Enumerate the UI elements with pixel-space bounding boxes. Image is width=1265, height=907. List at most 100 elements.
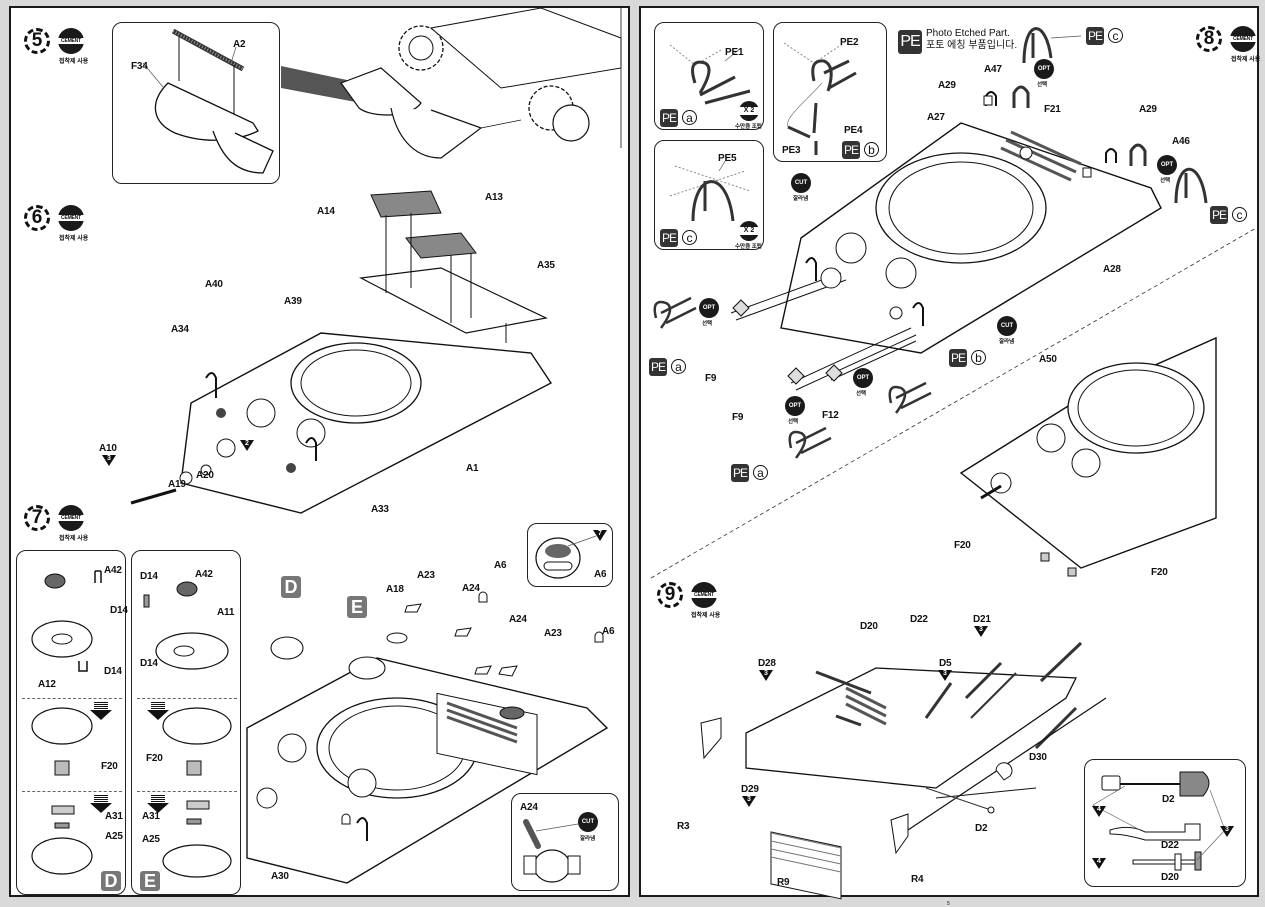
cut-caption: 잘라냄: [580, 836, 596, 842]
a6-detail-box: 7 A6: [527, 523, 613, 587]
optional-caption: 선택: [1037, 82, 1048, 88]
part-label: F20: [101, 761, 118, 772]
pe-variant-marker: b: [971, 350, 986, 365]
part-label: F12: [822, 410, 839, 421]
hull-rear-deck-drawing: [130, 190, 553, 514]
pe-badge: PE: [842, 141, 860, 159]
variant-d-box: A42 D14 A12 D14 F20 A31 A25 D: [16, 550, 128, 895]
part-label: A23: [544, 628, 562, 639]
pe2-pe3-pe4-drawing: [783, 42, 857, 155]
part-label: A30: [271, 871, 289, 882]
divider: [22, 698, 122, 699]
part-label: PE5: [718, 153, 737, 164]
instruction-page-left: 5 CEMENT 접착제 사용 F34 A2 6 CEMENT 접착제 사용: [9, 6, 630, 897]
variant-badge-e: E: [347, 596, 367, 618]
hull-tools-drawing: [700, 641, 1107, 900]
next-stage-arrow-icon: [90, 795, 112, 813]
part-label: A6: [494, 560, 507, 571]
part-label: A25: [142, 834, 160, 845]
part-label: A18: [386, 584, 404, 595]
a24-part-drawing: [523, 819, 581, 883]
pe-variant-a-box: PE1 PE a X 2 수만큼 조립: [654, 22, 764, 130]
part-label: D14: [140, 571, 158, 582]
part-label: F9: [705, 373, 717, 384]
quantity-marker: 4: [1092, 806, 1106, 817]
cement-icon: CEMENT: [1230, 26, 1256, 52]
part-label: D30: [1029, 752, 1047, 763]
pe-legend-badge: PE: [898, 30, 922, 54]
part-label: D29: [741, 784, 759, 795]
part-label: R4: [911, 874, 924, 885]
part-label: A6: [602, 626, 615, 637]
shovel-axe-tools-drawing: [1092, 771, 1226, 871]
part-label: A27: [927, 112, 945, 123]
part-label: D21: [973, 614, 991, 625]
step-6-number: 6: [24, 205, 50, 231]
pe-variant-marker: c: [1232, 207, 1247, 222]
part-label: A24: [520, 802, 538, 813]
divider: [22, 791, 122, 792]
tools-detail-box: D2 D22 D20 4 3 4: [1084, 759, 1246, 887]
pe-variant-marker: b: [864, 142, 879, 157]
pe-badge: PE: [1210, 206, 1228, 224]
optional-icon: OPT: [853, 368, 873, 388]
part-label: D28: [758, 658, 776, 669]
part-label: D14: [110, 605, 128, 616]
pe-legend-text: Photo Etched Part. 포토 에칭 부품입니다.: [926, 28, 1018, 51]
quantity-marker: 2: [240, 440, 254, 451]
pe-variant-c-box: PE5 PE c X 2 수만큼 조립: [654, 140, 764, 250]
part-label: R3: [677, 821, 690, 832]
variant-badge-d: D: [281, 576, 301, 598]
part-label: A50: [1039, 354, 1057, 365]
step-9-number: 9: [657, 582, 683, 608]
part-label: A47: [984, 64, 1002, 75]
part-label: A42: [104, 565, 122, 576]
part-label: F34: [131, 61, 148, 72]
part-label: PE2: [840, 37, 859, 48]
cement-caption: 접착제 사용: [59, 236, 89, 242]
part-label: A29: [1139, 104, 1157, 115]
quantity-marker: 3: [1220, 826, 1234, 837]
hull-turret-ring-drawing: [246, 591, 609, 884]
cement-icon: CEMENT: [58, 28, 84, 54]
cement-caption: 접착제 사용: [1231, 57, 1261, 63]
optional-caption: 선택: [856, 391, 867, 397]
part-label: D20: [1161, 872, 1179, 883]
part-label: A34: [171, 324, 189, 335]
part-label: A10: [99, 443, 117, 454]
pe5-drawing: [669, 157, 751, 222]
pe-variant-marker: a: [671, 359, 686, 374]
part-label: D22: [1161, 840, 1179, 851]
part-label: A1: [466, 463, 479, 474]
hull-rear-with-pe-drawing: [650, 27, 1257, 579]
pe-variant-marker: a: [753, 465, 768, 480]
divider: [137, 698, 237, 699]
step-8-number: 8: [1196, 26, 1222, 52]
cement-icon: CEMENT: [58, 505, 84, 531]
track-assembly-drawing: [281, 7, 622, 159]
part-label: A12: [38, 679, 56, 690]
cement-icon: CEMENT: [58, 205, 84, 231]
part-label: D2: [1162, 794, 1175, 805]
pe-variant-marker: c: [1108, 28, 1123, 43]
part-label: A29: [938, 80, 956, 91]
part-label: PE1: [725, 47, 744, 58]
cut-icon: CUT: [791, 173, 811, 193]
part-label: F21: [1044, 104, 1061, 115]
pe1-drawing: [669, 44, 751, 105]
part-label: A28: [1103, 264, 1121, 275]
part-label: D14: [104, 666, 122, 677]
part-label: A25: [105, 831, 123, 842]
part-label: A35: [537, 260, 555, 271]
next-stage-arrow-icon: [147, 702, 169, 720]
part-label: A31: [105, 811, 123, 822]
part-label: D22: [910, 614, 928, 625]
part-label: A24: [509, 614, 527, 625]
times-two-caption: 수만큼 조립: [735, 244, 762, 250]
turret-hatch-d-drawing: [31, 570, 102, 875]
cement-caption: 접착제 사용: [59, 536, 89, 542]
part-label: F20: [1151, 567, 1168, 578]
quantity-marker: 3: [742, 796, 756, 807]
quantity-marker: 3: [974, 626, 988, 637]
cement-caption: 접착제 사용: [691, 613, 721, 619]
